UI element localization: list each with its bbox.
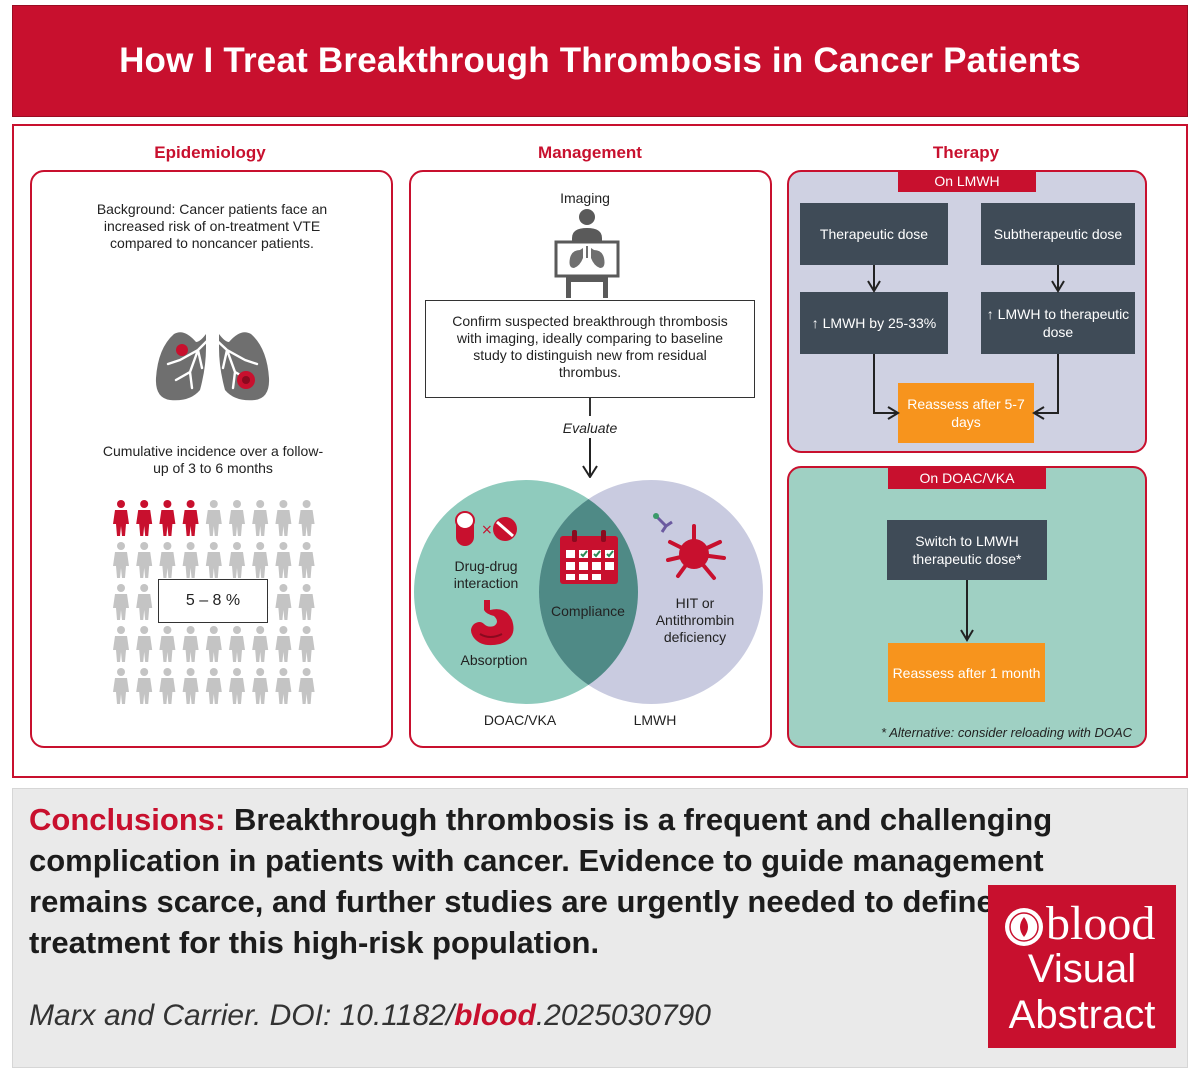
person-figure-icon: [275, 542, 292, 578]
citation-suffix: .2025030790: [535, 999, 711, 1032]
incidence-text: Cumulative incidence over a follow-up of…: [102, 443, 324, 476]
person-figure-icon: [136, 584, 153, 620]
person-figure-icon: [298, 584, 315, 620]
doac-footnote: * Alternative: consider reloading with D…: [881, 725, 1132, 740]
person-figure-icon: [229, 626, 245, 662]
person-figure-icon: [182, 626, 199, 662]
logo-line1: Visual: [1027, 947, 1137, 991]
citation-blood: blood: [454, 999, 536, 1032]
person-figure-icon: [159, 626, 176, 662]
doac-tag: On DOAC/VKA: [888, 467, 1046, 489]
lmwh-flow-arrows: [867, 265, 1065, 420]
person-figure-icon: [182, 668, 199, 704]
therapy-title: Therapy: [932, 143, 1000, 162]
doac-vka-label: DOAC/VKA: [483, 712, 557, 728]
svg-text:×: ×: [481, 522, 493, 538]
incidence-value-box: 5 – 8 %: [158, 579, 268, 623]
person-figure-icon: [205, 542, 222, 578]
person-figure-icon: [298, 542, 315, 578]
citation-prefix: Marx and Carrier. DOI: 10.1182/: [29, 999, 455, 1032]
person-figure-icon: [229, 500, 245, 536]
person-figure-icon: [113, 668, 129, 704]
arrow-down-icon: [582, 438, 598, 478]
society-seal-icon: [1005, 908, 1043, 946]
lmwh-tag: On LMWH: [898, 170, 1036, 192]
confirm-text: Confirm suspected breakthrough thrombosi…: [452, 313, 728, 380]
population-figure-grid: [113, 500, 315, 704]
evaluate-label: Evaluate: [562, 420, 618, 436]
lmwh-label: LMWH: [633, 712, 677, 728]
person-figure-icon: [252, 626, 269, 662]
logo-line2: Abstract: [1008, 993, 1156, 1037]
increase-to-therapeutic-box: ↑ LMWH to therapeutic dose: [981, 292, 1135, 354]
person-figure-icon: [252, 668, 269, 704]
management-title: Management: [538, 143, 642, 162]
person-figure-icon: [182, 500, 199, 536]
person-figure-icon: [252, 500, 269, 536]
person-figure-icon: [113, 584, 129, 620]
arrow-down-icon: [960, 580, 974, 642]
person-figure-icon: [113, 500, 129, 536]
person-figure-icon: [275, 626, 292, 662]
conclusions-lead: Conclusions:: [29, 802, 226, 837]
person-figure-icon: [113, 626, 129, 662]
epidemiology-title: Epidemiology: [154, 143, 266, 162]
person-figure-icon: [136, 668, 153, 704]
therapeutic-dose-box: Therapeutic dose: [800, 203, 948, 265]
platelet-icon: [653, 513, 726, 580]
conclusions-body: Breakthrough thrombosis is a frequent an…: [29, 802, 1113, 960]
absorption-label: Absorption: [460, 652, 528, 668]
person-figure-icon: [298, 626, 315, 662]
increase-lmwh-box: ↑ LMWH by 25-33%: [800, 292, 948, 354]
citation: Marx and Carrier. DOI: 10.1182/blood.202…: [29, 999, 711, 1033]
person-figure-icon: [182, 542, 199, 578]
person-figure-icon: [298, 500, 315, 536]
compliance-label: Compliance: [551, 603, 625, 619]
epidemiology-background: Background: Cancer patients face an incr…: [96, 201, 328, 251]
conclusions-panel: Conclusions: Breakthrough thrombosis is …: [12, 788, 1188, 1068]
person-figure-icon: [205, 500, 222, 536]
switch-lmwh-box: Switch to LMWH therapeutic dose*: [887, 520, 1047, 580]
person-figure-icon: [298, 668, 315, 704]
person-figure-icon: [205, 668, 222, 704]
person-figure-icon: [136, 626, 153, 662]
logo-brand: blood: [1046, 897, 1156, 950]
person-figure-icon: [113, 542, 129, 578]
person-figure-icon: [275, 668, 292, 704]
incidence-value: 5 – 8 %: [185, 592, 241, 609]
reassess-doac-box: Reassess after 1 month: [888, 643, 1045, 702]
person-figure-icon: [159, 668, 176, 704]
person-figure-icon: [159, 542, 176, 578]
person-figure-icon: [275, 584, 292, 620]
person-figure-icon: [159, 500, 176, 536]
conclusions-text: Conclusions: Breakthrough thrombosis is …: [29, 799, 1169, 963]
connector-line: [589, 398, 591, 416]
confirm-box: [425, 300, 755, 398]
stomach-icon: [471, 600, 514, 646]
person-figure-icon: [252, 542, 269, 578]
person-figure-icon: [136, 542, 153, 578]
imaging-label: Imaging: [560, 190, 610, 206]
hit-label: HIT or Antithrombin deficiency: [655, 595, 735, 645]
person-figure-icon: [229, 668, 245, 704]
header-banner: How I Treat Breakthrough Thrombosis in C…: [12, 5, 1188, 117]
blood-visual-abstract-logo: blood Visual Abstract: [988, 885, 1176, 1048]
imaging-monitor-icon: [554, 209, 620, 298]
person-figure-icon: [136, 500, 153, 536]
person-figure-icon: [229, 542, 245, 578]
subtherapeutic-dose-box: Subtherapeutic dose: [981, 203, 1135, 265]
person-figure-icon: [205, 626, 222, 662]
drug-interaction-label: Drug-drug interaction: [453, 558, 519, 591]
calendar-icon: [560, 530, 618, 584]
person-figure-icon: [275, 500, 292, 536]
reassess-lmwh-box: Reassess after 5-7 days: [898, 383, 1034, 443]
lungs-icon: [155, 300, 270, 401]
pill-icon: ×: [455, 511, 517, 546]
page-title: How I Treat Breakthrough Thrombosis in C…: [119, 41, 1081, 80]
